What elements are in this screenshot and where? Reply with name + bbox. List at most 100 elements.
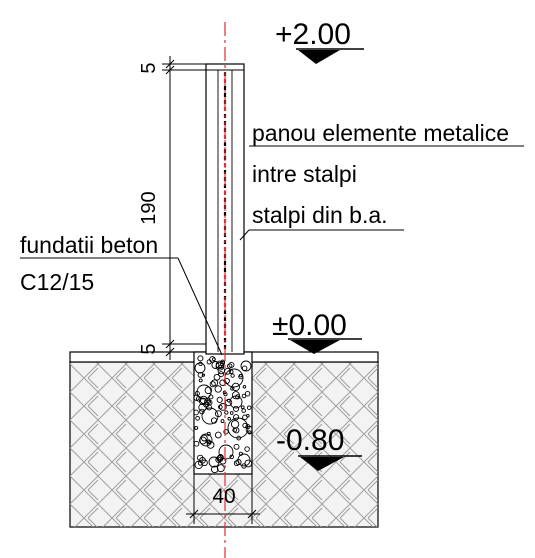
- level-foundation: -0.80: [276, 424, 362, 471]
- aggregate-stone: [227, 363, 233, 369]
- aggregate-stone: [240, 360, 252, 372]
- aggregate-stone: [223, 377, 230, 385]
- aggregate-stone: [215, 360, 224, 369]
- aggregate-stone: [199, 395, 208, 404]
- aggregate-stone: [201, 459, 208, 467]
- level-ground: ±0.00: [272, 309, 362, 354]
- aggregate-stone: [229, 369, 234, 375]
- aggregate-stone: [206, 359, 212, 365]
- aggregate-stone: [231, 382, 240, 392]
- aggregate-stone: [206, 431, 211, 436]
- aggregate-stone: [210, 465, 219, 474]
- aggregate-stone: [216, 454, 224, 462]
- aggregate-stone: [232, 405, 240, 412]
- aggregate-stone: [218, 403, 227, 411]
- aggregate-stone: [240, 405, 245, 410]
- aggregate-stone: [211, 361, 220, 369]
- level-foundation-text: -0.80: [276, 424, 344, 457]
- aggregate-stone: [241, 408, 246, 413]
- aggregate-stone: [229, 411, 234, 415]
- aggregate-stone: [201, 373, 206, 377]
- aggregate-stone: [216, 396, 223, 403]
- aggregate-stone: [236, 435, 242, 441]
- aggregate-stone: [194, 425, 199, 430]
- annotation-foundation-line1: fundatii beton: [20, 232, 158, 258]
- aggregate-stone: [224, 367, 232, 375]
- aggregate-stone: [194, 362, 206, 374]
- aggregate-stone: [247, 430, 252, 435]
- aggregate-stone: [244, 459, 252, 468]
- aggregate-stone: [212, 357, 216, 362]
- aggregate-stone: [210, 417, 218, 424]
- aggregate-stone: [217, 404, 223, 410]
- aggregate-stone: [233, 443, 240, 450]
- aggregate-stone: [241, 393, 247, 399]
- aggregate-stone: [218, 444, 234, 460]
- aggregate-stone: [197, 454, 204, 462]
- aggregate-stone: [194, 394, 200, 401]
- aggregate-stone: [245, 425, 252, 434]
- aggregate-stone: [235, 394, 241, 400]
- dimension-width: 40: [212, 485, 235, 508]
- aggregate-stone: [201, 407, 219, 425]
- aggregate-stone: [227, 398, 231, 403]
- dimension-bottom-cap: 5: [138, 343, 160, 354]
- aggregate-stone: [214, 410, 222, 418]
- aggregate-stone: [199, 408, 205, 415]
- annotation-pillars: stalpi din b.a.: [252, 202, 388, 228]
- aggregate-stone: [231, 391, 240, 400]
- aggregate-stone: [244, 390, 251, 397]
- aggregate-stone: [246, 405, 252, 410]
- aggregate-stone: [195, 395, 202, 402]
- aggregate-stone: [199, 436, 207, 445]
- aggregate-stone: [242, 384, 247, 389]
- annotation-leaders: [20, 145, 524, 356]
- aggregate-stone: [227, 417, 249, 439]
- aggregate-stone: [197, 371, 204, 378]
- aggregate-stone: [197, 355, 204, 362]
- aggregate-stone: [233, 460, 240, 467]
- aggregate-stone: [194, 390, 200, 397]
- aggregate-stone: [206, 439, 212, 445]
- aggregate-stone: [230, 373, 235, 378]
- aggregate-stone: [198, 378, 203, 383]
- aggregate-stone: [224, 410, 229, 415]
- aggregate-stone: [216, 464, 225, 473]
- aggregate-stone: [218, 371, 224, 378]
- aggregate-stone: [245, 424, 251, 430]
- aggregate-stone: [198, 397, 207, 406]
- annotation-panel-line1: panou elemente metalice: [252, 120, 509, 146]
- aggregate-stone: [213, 373, 221, 381]
- level-top-text: +2.00: [275, 18, 351, 51]
- aggregate-stone: [200, 434, 208, 442]
- aggregate-stone: [242, 422, 248, 429]
- aggregate-stone: [214, 431, 222, 439]
- annotation-panel-line2: intre stalpi: [252, 161, 357, 187]
- aggregate-stone: [194, 440, 200, 447]
- annotation-foundation-line2: C12/15: [20, 269, 94, 295]
- aggregate-stone: [227, 416, 231, 421]
- aggregate-stone: [238, 451, 243, 456]
- dimension-height: 190: [138, 191, 160, 224]
- aggregate-stone: [244, 446, 250, 452]
- level-ground-text: ±0.00: [272, 309, 347, 342]
- aggregate-stone: [223, 429, 229, 435]
- aggregate-stone: [195, 415, 200, 421]
- width-dimension: [186, 509, 260, 519]
- aggregate-stone: [241, 463, 247, 469]
- aggregate-stone: [204, 386, 213, 395]
- aggregate-stone: [199, 433, 213, 447]
- aggregate-stone: [198, 361, 203, 367]
- aggregate-stone: [206, 399, 213, 406]
- aggregate-stone: [230, 420, 240, 429]
- aggregate-stone: [238, 374, 244, 380]
- aggregate-stone: [246, 413, 250, 418]
- aggregate-stone: [241, 365, 248, 371]
- aggregate-stone: [233, 414, 240, 421]
- aggregate-stone: [208, 394, 214, 400]
- vertical-dimension-chain: [162, 56, 206, 360]
- aggregate-stone: [214, 385, 222, 393]
- aggregate-stone: [209, 381, 216, 388]
- foundation-trench: [193, 351, 253, 524]
